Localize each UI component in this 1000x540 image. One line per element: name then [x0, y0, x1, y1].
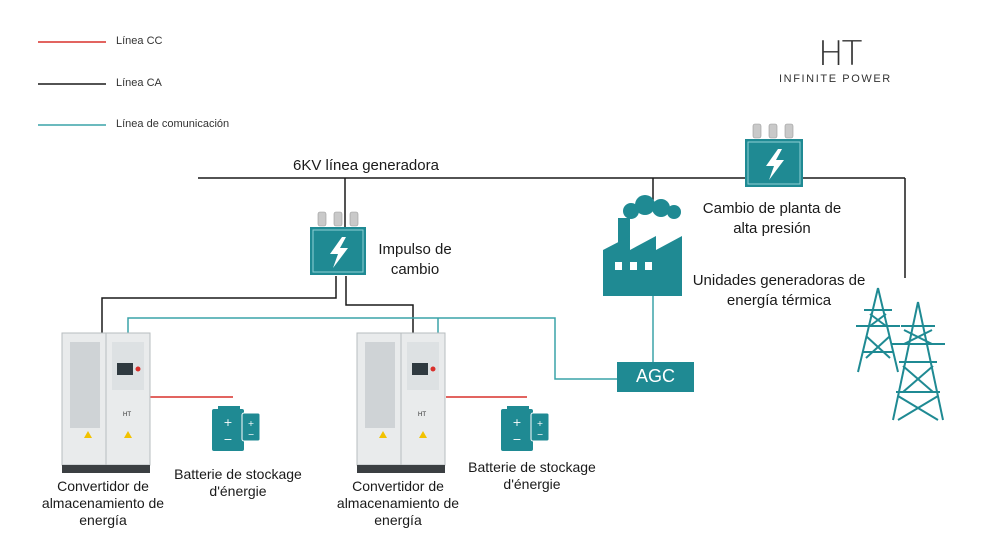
battery-right-icon: + − + − [501, 406, 550, 451]
battery-left-icon: + − + − [212, 406, 261, 451]
pcs-left-label: Convertidor de almacenamiento de energía [41, 478, 165, 528]
bus-label: 6KV línea generadora [293, 157, 439, 174]
hv-substation-label: Cambio de planta de alta presión [702, 200, 842, 237]
svg-text:−: − [512, 433, 521, 446]
thermal-units-label: Unidades generadoras de energía térmica [692, 272, 866, 309]
svg-text:−: − [248, 430, 255, 439]
svg-text:−: − [537, 430, 544, 439]
ac-line-pcs-left [101, 276, 337, 335]
legend-dc-label: Línea CC [116, 35, 163, 47]
svg-text:+: + [537, 419, 544, 428]
pcs-cabinet-right-icon: HT [356, 332, 446, 473]
legend-comm-label: Línea de comunicación [116, 118, 230, 130]
comm-line-left [127, 317, 617, 380]
svg-text:−: − [223, 433, 232, 446]
pcs-right-label: Convertidor de almacenamiento de energía [336, 478, 460, 528]
svg-text:+: + [248, 419, 255, 428]
hv-substation-icon [745, 123, 803, 187]
ac-line-pcs-right [345, 276, 414, 335]
svg-text:HT: HT [123, 411, 132, 418]
legend-ac-label: Línea CA [116, 77, 162, 89]
battery-left-label: Batterie de stockage d'énergie [174, 466, 302, 499]
svg-text:HT: HT [418, 411, 427, 418]
brand-logo-mark: HT [818, 34, 862, 74]
step-up-transformer-icon [310, 211, 366, 275]
svg-text:+: + [223, 416, 232, 429]
agc-box [617, 362, 694, 392]
power-plant-icon [603, 195, 682, 296]
agc-label: AGC [635, 366, 675, 386]
svg-text:+: + [512, 416, 521, 429]
brand-tagline: INFINITE POWER [779, 73, 892, 85]
step-up-transformer-label: Impulso de cambio [378, 241, 452, 278]
transmission-tower-icon [856, 287, 945, 421]
pcs-cabinet-left-icon: HT [61, 332, 151, 473]
battery-right-label: Batterie de stockage d'énergie [468, 459, 596, 492]
